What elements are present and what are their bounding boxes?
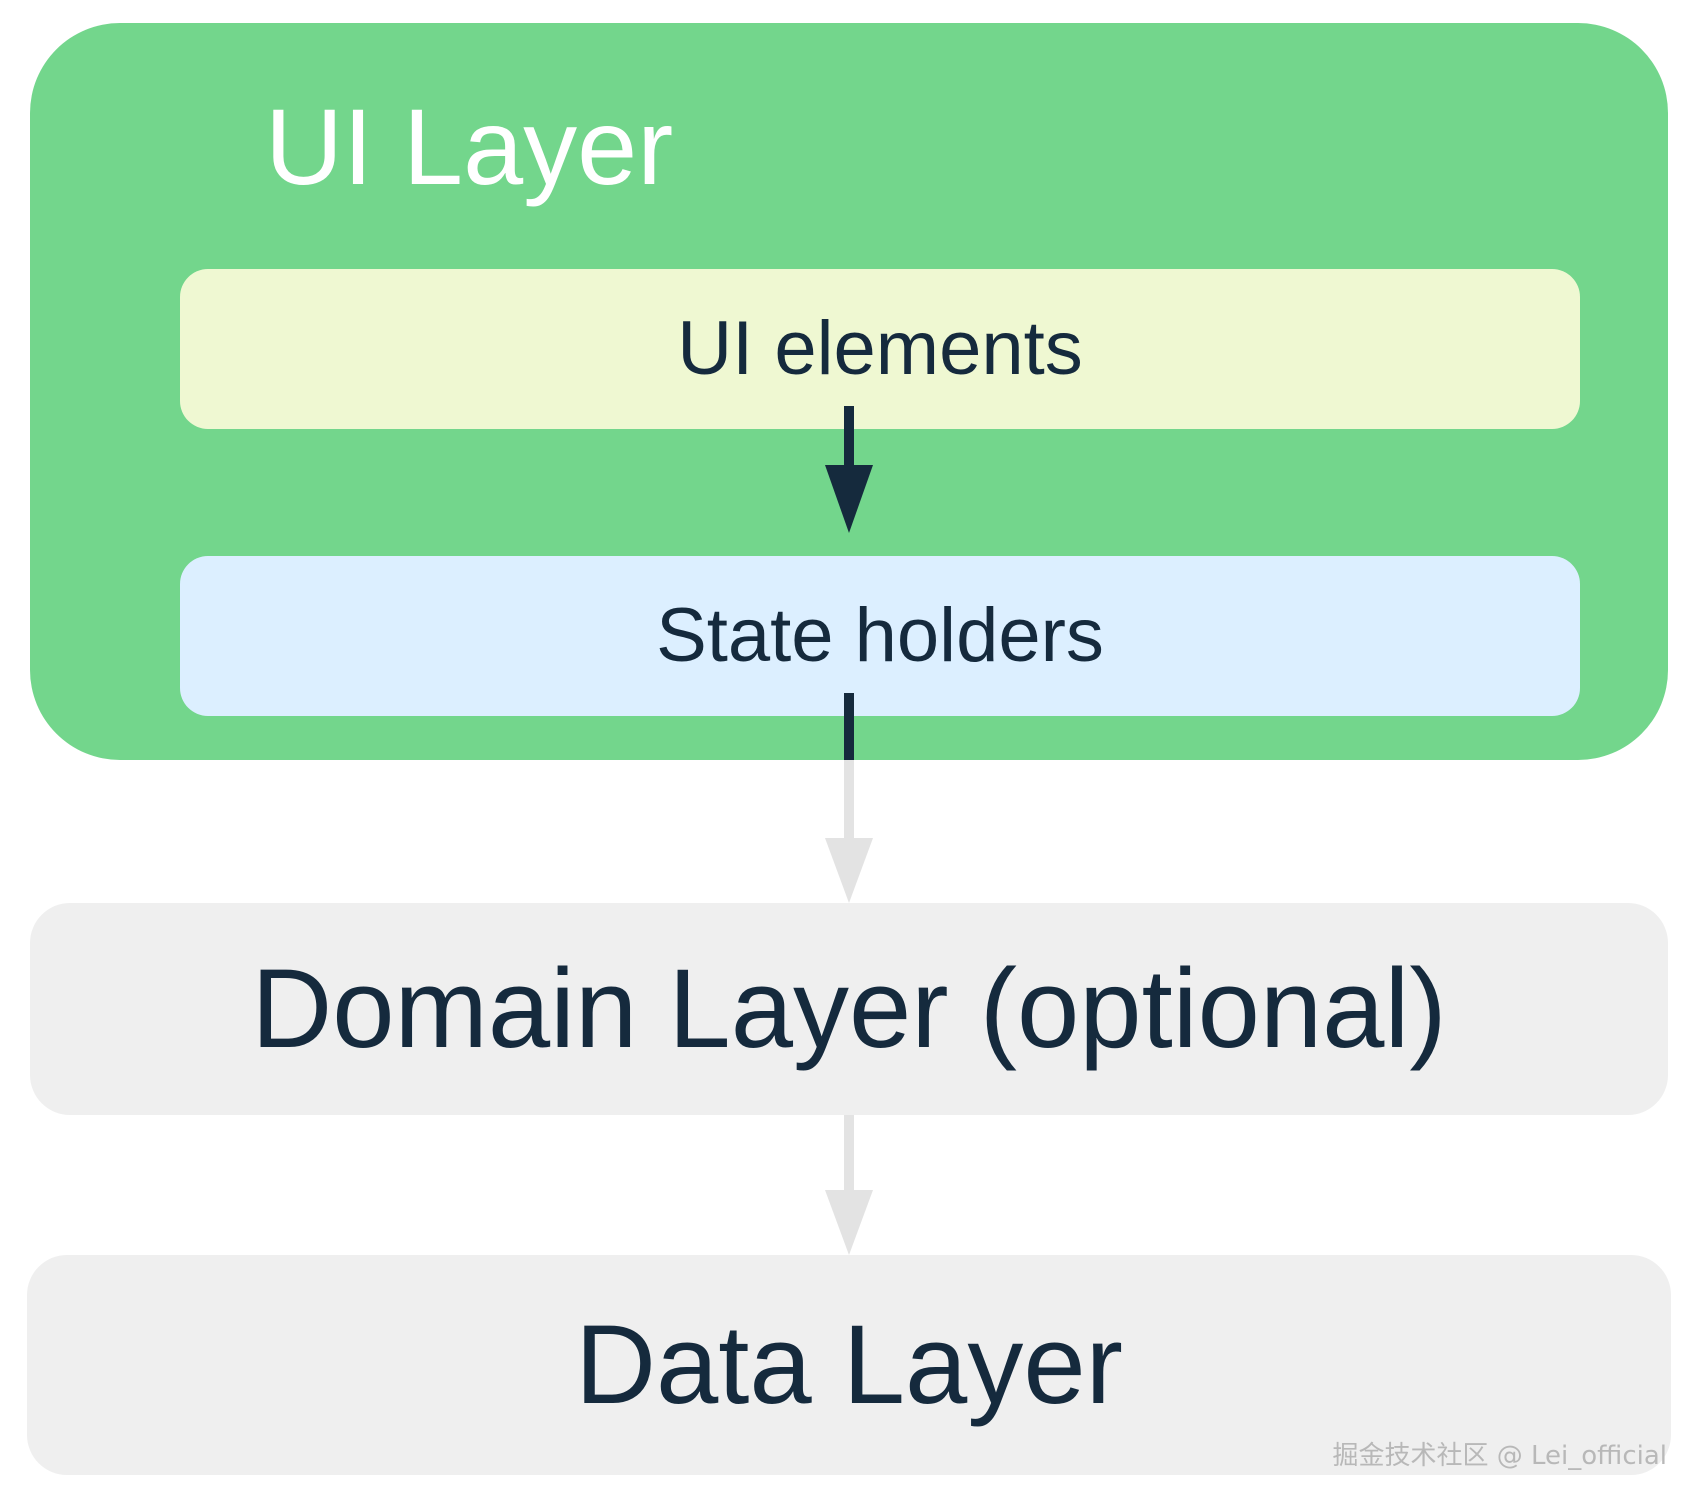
data-layer-box: Data Layer bbox=[27, 1255, 1671, 1475]
domain-layer-label: Domain Layer (optional) bbox=[251, 946, 1447, 1071]
watermark-text: 掘金技术社区 @ Lei_official bbox=[1332, 1441, 1668, 1471]
ui-elements-box: UI elements bbox=[180, 269, 1580, 429]
ui-layer-container: UI Layer UI elements State holders bbox=[30, 23, 1668, 760]
ui-elements-label: UI elements bbox=[677, 306, 1083, 391]
domain-layer-box: Domain Layer (optional) bbox=[30, 903, 1668, 1115]
state-holders-box: State holders bbox=[180, 556, 1580, 716]
data-layer-label: Data Layer bbox=[575, 1302, 1123, 1427]
arrow-domain-layer-to-data-layer bbox=[825, 1115, 873, 1255]
state-holders-label: State holders bbox=[656, 593, 1104, 678]
ui-layer-title: UI Layer bbox=[265, 86, 674, 207]
